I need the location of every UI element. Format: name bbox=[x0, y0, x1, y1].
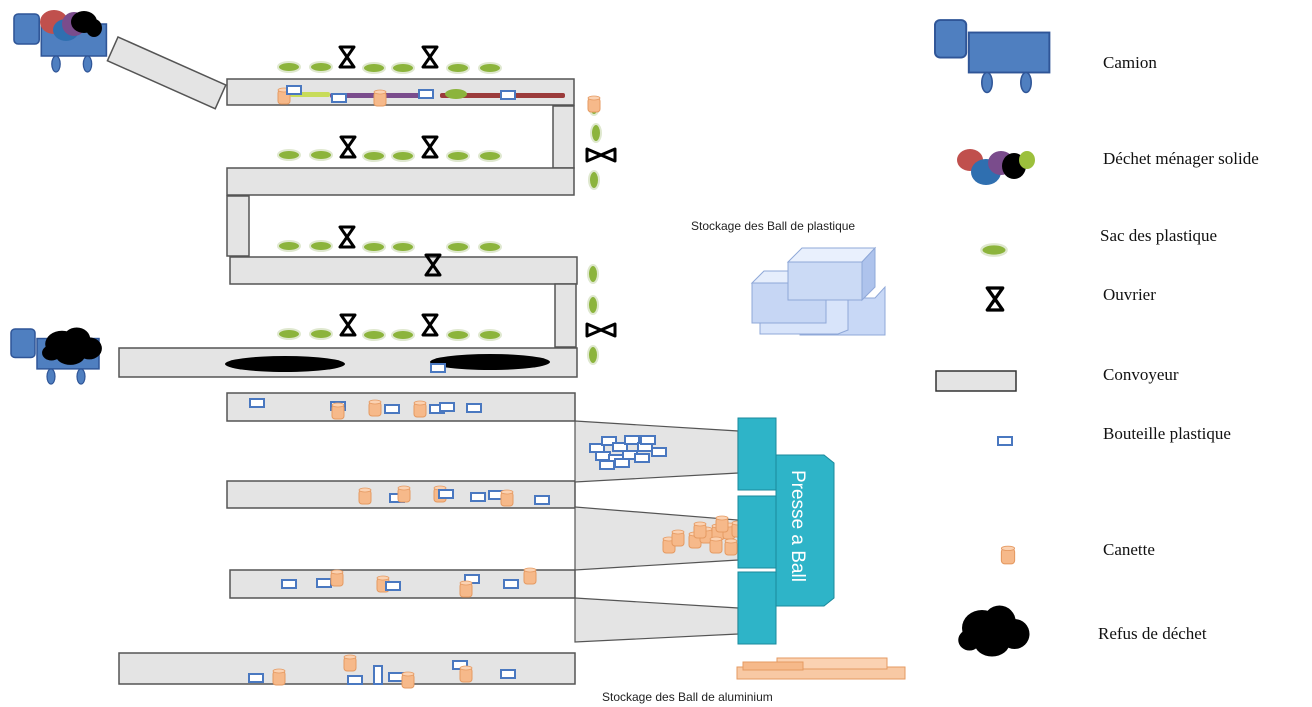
conveyor-drop-3 bbox=[554, 283, 577, 348]
bags-row-1 bbox=[277, 61, 502, 74]
worker-icon bbox=[585, 147, 617, 163]
conveyor-drop-2 bbox=[226, 195, 250, 257]
worker-icon bbox=[339, 313, 357, 337]
legend-label-can: Canette bbox=[1103, 540, 1155, 559]
legend bbox=[934, 19, 1051, 657]
conveyor-3 bbox=[229, 256, 578, 285]
reject-icon bbox=[958, 605, 1030, 657]
conveyor-2 bbox=[226, 167, 575, 196]
worker-icon bbox=[985, 286, 1005, 312]
waste-pile bbox=[40, 10, 102, 41]
can-icon bbox=[1000, 545, 1016, 565]
legend-label-bottle: Bouteille plastique bbox=[1103, 424, 1231, 443]
worker-icon bbox=[338, 225, 356, 249]
bale-press: Presse a Ball bbox=[737, 417, 835, 645]
worker-icon bbox=[339, 135, 357, 159]
truck-icon bbox=[934, 19, 1051, 94]
legend-label-truck: Camion bbox=[1103, 53, 1157, 72]
worker-icon bbox=[421, 135, 439, 159]
inclined-conveyor bbox=[106, 36, 227, 110]
bags-row-4 bbox=[277, 328, 502, 341]
plastic-bag-icon bbox=[980, 243, 1008, 257]
bottle-icon bbox=[997, 436, 1013, 446]
plastic-bale-stack bbox=[750, 246, 886, 336]
aluminium-bale-stack bbox=[736, 657, 906, 680]
bags-row-3 bbox=[277, 240, 502, 253]
items-conveyor-8 bbox=[248, 654, 516, 689]
legend-label-conveyor: Convoyeur bbox=[1103, 365, 1179, 384]
storage-aluminium-label: Stockage des Ball de aluminium bbox=[602, 690, 773, 704]
legend-label-reject: Refus de déchet bbox=[1098, 624, 1207, 643]
worker-icon bbox=[338, 45, 356, 69]
worker-icon bbox=[421, 45, 439, 69]
press-label: Presse a Ball bbox=[787, 470, 808, 582]
falling-bags-2 bbox=[587, 264, 599, 365]
bags-row-2 bbox=[277, 149, 502, 162]
conveyor-5 bbox=[226, 392, 576, 422]
mixed-waste-stream bbox=[277, 85, 565, 107]
waste-icon bbox=[957, 149, 1035, 185]
conveyor-drop-1 bbox=[552, 105, 575, 169]
worker-icon bbox=[421, 313, 439, 337]
legend-label-worker: Ouvrier bbox=[1103, 285, 1156, 304]
falling-bags-1 bbox=[587, 95, 602, 190]
legend-label-bag: Sac des plastique bbox=[1100, 226, 1218, 245]
storage-plastic-label: Stockage des Ball de plastique bbox=[691, 219, 855, 233]
worker-icon bbox=[585, 322, 617, 338]
conveyor-icon bbox=[935, 370, 1017, 392]
reject-stream bbox=[225, 354, 550, 373]
legend-label-waste: Déchet ménager solide bbox=[1103, 149, 1259, 168]
